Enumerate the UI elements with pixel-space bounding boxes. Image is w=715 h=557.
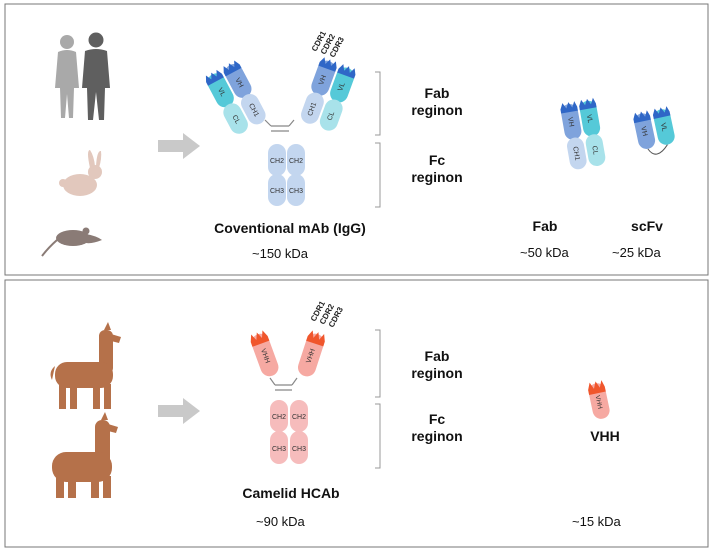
igg-cl-left: CL — [230, 114, 240, 125]
hcab-ch2-left: CH2 — [272, 414, 286, 421]
igg-vl-right: VL — [337, 82, 347, 93]
vhh-size: ~15 kDa — [572, 514, 621, 529]
vhh-fragment: VHH — [588, 380, 610, 419]
alpaca-icon — [52, 412, 118, 498]
hcab-fab-region-label: Fab reginon — [411, 348, 463, 381]
igg-vl-left: VL — [216, 87, 226, 98]
hcab-vhh-left: VHH — [250, 330, 279, 377]
igg-ch1-right: CH1 — [307, 101, 318, 117]
igg-region-brackets — [375, 71, 381, 208]
llama-icon — [50, 322, 121, 409]
vhh-fragment-label: VHH — [594, 395, 604, 410]
vhh-name: VHH — [590, 428, 620, 444]
igg-fab-region-label: Fab reginon — [411, 85, 463, 118]
fab-fragment: VH VL CH1 CL — [560, 97, 606, 170]
hcab-size: ~90 kDa — [256, 514, 305, 529]
scfv-vl: VL — [659, 122, 668, 132]
igg-ch3-left: CH3 — [270, 188, 284, 195]
igg-fab-right: VH VL CH1 CL — [301, 57, 356, 131]
fab-ch1: CH1 — [571, 146, 580, 161]
igg-fc: CH2 CH2 CH3 CH3 — [264, 119, 305, 206]
hcab-fc: CH2 CH2 CH3 CH3 — [269, 377, 308, 464]
igg-fc-region-label: Fc reginon — [411, 152, 463, 185]
fab-size: ~50 kDa — [520, 245, 569, 260]
igg-cdr-labels: CDR1 CDR2 CDR3 — [310, 29, 346, 59]
scfv-size: ~25 kDa — [612, 245, 661, 260]
arrow-right-icon — [158, 398, 200, 424]
top-panel-frame — [4, 3, 709, 276]
igg-vh-left: VH — [233, 77, 244, 89]
hcab-ch3-left: CH3 — [272, 446, 286, 453]
igg-size: ~150 kDa — [252, 246, 309, 261]
arrow-right-icon — [158, 133, 200, 159]
igg-cl-right: CL — [327, 111, 337, 122]
rabbit-icon — [59, 150, 102, 196]
fab-vh: VH — [566, 117, 575, 128]
humans-icon — [55, 32, 110, 120]
igg-vh-right: VH — [318, 74, 328, 86]
mouse-icon — [41, 227, 102, 257]
fab-name: Fab — [532, 218, 558, 234]
igg-name: Coventional mAb (IgG) — [214, 220, 366, 236]
scfv-vh: VH — [639, 126, 648, 137]
bottom-panel-frame — [4, 279, 709, 548]
scfv-fragment: VH VL — [633, 106, 675, 155]
hcab-vhh-right-label: VHH — [306, 348, 317, 364]
scfv-name: scFv — [631, 218, 663, 234]
hcab-vhh-right: VHH — [297, 330, 325, 377]
igg-ch3-right: CH3 — [289, 188, 303, 195]
igg-fab-left: VL VH CL CH1 — [205, 60, 266, 134]
fab-vl: VL — [585, 114, 593, 124]
hcab-vhh-left-label: VHH — [259, 348, 271, 364]
hcab-cdr-labels: CDR1 CDR2 CDR3 — [309, 299, 345, 329]
hcab-region-brackets — [375, 329, 381, 469]
hcab-fc-region-label: Fc reginon — [411, 411, 463, 444]
hcab-ch3-right: CH3 — [292, 446, 306, 453]
igg-ch2-left: CH2 — [270, 158, 284, 165]
hcab-name: Camelid HCAb — [242, 485, 340, 501]
igg-ch2-right: CH2 — [289, 158, 303, 165]
fab-cl: CL — [590, 145, 598, 155]
hcab-ch2-right: CH2 — [292, 414, 306, 421]
